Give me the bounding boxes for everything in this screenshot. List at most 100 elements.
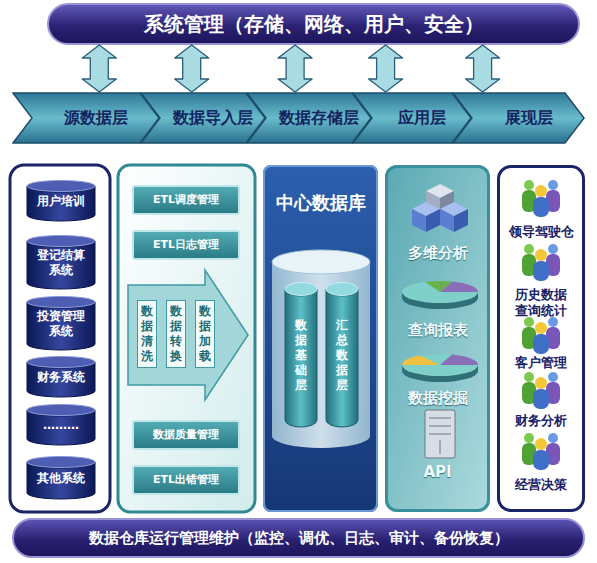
cylinder-top — [27, 405, 95, 416]
node-label: ……… — [43, 418, 79, 433]
cylinder-body — [326, 289, 358, 427]
database-cylinder-top — [272, 250, 370, 274]
node-label: 数据转换 — [170, 304, 183, 364]
pie-icon — [402, 281, 478, 309]
cube-face — [426, 209, 440, 232]
etl-step-box: 数据清洗 — [137, 300, 157, 368]
cube-face — [440, 209, 454, 232]
node-label: 其他系统 — [37, 471, 85, 486]
double-arrow — [466, 45, 500, 92]
etl-flow-arrow — [128, 270, 248, 400]
node-label: ETL日志管理 — [153, 238, 219, 252]
node-label: 财务分析 — [515, 413, 567, 429]
etl-process-box: 数据质量管理 — [132, 420, 240, 450]
cylinder-top — [285, 283, 317, 296]
node-label: ETL调度管理 — [153, 193, 219, 207]
node-label: 系统管理（存储、网络、用户、安全） — [144, 12, 484, 37]
etl-column — [118, 165, 255, 512]
management-banner: 系统管理（存储、网络、用户、安全） — [47, 3, 580, 45]
cylinder-top — [326, 283, 358, 296]
node-label: 多维分析 — [408, 244, 468, 263]
server-line — [429, 426, 451, 427]
source-system-cylinder: ……… — [26, 404, 96, 446]
people-icon — [522, 244, 560, 281]
etl-process-box: ETL调度管理 — [132, 185, 240, 215]
node-label: 数据加载 — [199, 304, 212, 364]
cube-face — [454, 209, 468, 232]
node-label: ETL出错管理 — [153, 473, 219, 487]
cube-face — [412, 209, 426, 232]
chevron-outline — [353, 93, 471, 143]
cylinder-top — [27, 457, 95, 468]
pie-slice — [440, 355, 478, 366]
node-label: 领导驾驶仓 — [509, 224, 574, 240]
data-layer-cylinder: 汇总数据层 — [325, 282, 359, 428]
node-label: 数据导入层 — [173, 108, 253, 128]
cylinder-top — [27, 297, 95, 308]
source-system-cylinder: 投资管理系统 — [26, 296, 96, 351]
layer-chevron: 源数据层 — [12, 92, 160, 144]
pie-top — [402, 354, 478, 376]
chevron-outline — [247, 93, 371, 143]
data-layer-cylinder: 数据基础层 — [284, 282, 318, 428]
maintenance-band: 数据仓库运行管理维护（监控、调优、日志、审计、备份恢复） — [12, 518, 585, 558]
layer-chevron: 应用层 — [352, 92, 472, 144]
node-label: 展现层 — [505, 108, 553, 128]
node-label: 中心数据库 — [276, 192, 366, 215]
presentation-panel: 领导驾驶仓历史数据查询统计客户管理财务分析经营决策 — [497, 165, 585, 512]
server-line — [429, 418, 451, 419]
central-database-panel: 中心数据库数据基础层 汇总数据层 — [263, 165, 378, 512]
server-body — [425, 410, 455, 458]
cylinder-body — [27, 302, 95, 350]
layer-chevron: 数据存储层 — [246, 92, 372, 144]
server-line — [440, 440, 441, 454]
node-label: 客户管理 — [515, 355, 567, 371]
cube-icon — [440, 202, 468, 232]
cylinder-top — [27, 236, 95, 247]
people-icon — [522, 317, 560, 354]
application-column-fill — [385, 165, 490, 512]
presentation-column-fill — [497, 165, 585, 512]
database-cylinder — [272, 262, 370, 448]
node-label: 应用层 — [398, 108, 446, 128]
pie-slice — [402, 356, 440, 366]
double-arrow — [369, 45, 403, 92]
node-label: 数据挖掘 — [408, 389, 468, 408]
pie-icon — [402, 354, 478, 382]
server-line — [429, 434, 451, 435]
storage-column-fill — [263, 165, 378, 512]
node-label: 历史数据查询统计 — [514, 287, 568, 320]
etl-step-box: 数据转换 — [166, 300, 186, 368]
node-label: 数据存储层 — [279, 108, 359, 128]
etl-process-box: ETL出错管理 — [132, 465, 240, 495]
node-label: 查询报表 — [408, 321, 468, 340]
cube-icon — [412, 202, 440, 232]
node-label: 数据清洗 — [141, 304, 154, 364]
etl-process-box: ETL日志管理 — [132, 230, 240, 260]
node-label: 数据质量管理 — [153, 428, 219, 442]
source-system-cylinder: 登记结算系统 — [26, 235, 96, 290]
layer-chevron: 数据导入层 — [140, 92, 266, 144]
source-column — [10, 165, 110, 512]
source-system-cylinder: 其他系统 — [26, 456, 96, 500]
node-label: 用户培训 — [37, 194, 85, 209]
pie-top — [402, 281, 478, 303]
node-label: 数据基础层 — [295, 318, 308, 393]
people-icon — [522, 372, 560, 409]
node-label: 财务系统 — [37, 370, 85, 385]
cylinder-top — [27, 181, 95, 192]
node-label: 经营决策 — [515, 477, 567, 493]
chevron-outline — [13, 93, 159, 143]
double-arrow — [82, 45, 116, 92]
cylinder-body — [285, 289, 317, 427]
cylinder-body — [27, 241, 95, 289]
node-label: 源数据层 — [64, 108, 128, 128]
people-icon — [522, 433, 560, 470]
double-arrow — [175, 45, 209, 92]
node-label: 投资管理系统 — [34, 309, 88, 339]
source-system-cylinder: 财务系统 — [26, 356, 96, 398]
node-label: API — [423, 463, 451, 482]
cylinder-top — [27, 357, 95, 368]
people-icon — [522, 180, 560, 217]
application-panel: 多维分析查询报表数据挖掘 API — [385, 165, 490, 512]
